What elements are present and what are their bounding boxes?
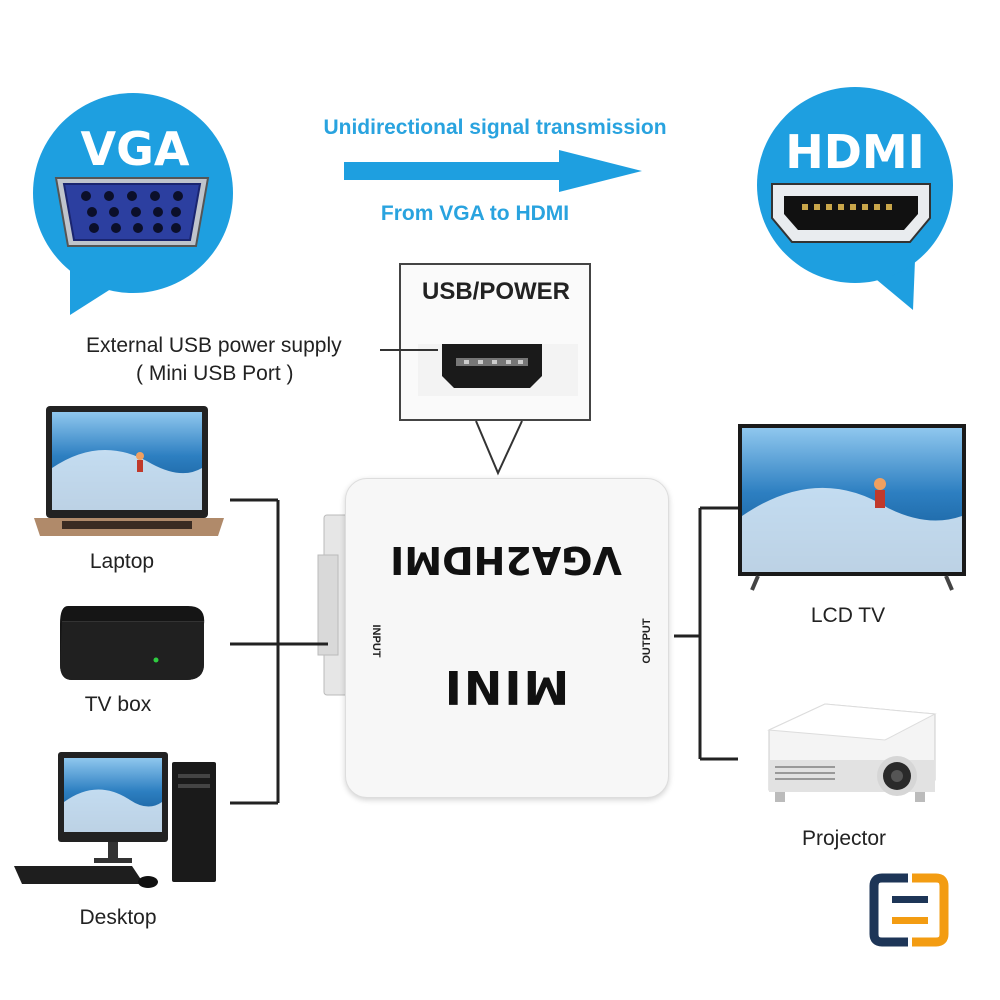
laptop-icon — [34, 406, 224, 536]
projector-label: Projector — [801, 827, 887, 850]
tv-box-label: TV box — [84, 693, 152, 716]
adapter-model-text: VGA2HDMI — [390, 538, 622, 582]
laptop-label: Laptop — [89, 550, 155, 573]
desktop-label: Desktop — [79, 906, 157, 929]
input-bracket-lines — [230, 498, 328, 805]
adapter-body — [345, 478, 669, 798]
mini-usb-port-icon — [418, 344, 578, 396]
desktop-computer-icon — [14, 752, 216, 888]
hdmi-title: HDMI — [785, 125, 925, 179]
power-caption-line2: ( Mini USB Port ) — [136, 362, 294, 385]
power-callout-line — [380, 349, 438, 351]
hdmi-connector-icon — [771, 183, 931, 243]
direction-line2: From VGA to HDMI — [380, 202, 570, 225]
vga-title: VGA — [80, 122, 190, 176]
vga-connector-icon — [54, 177, 210, 247]
lcd-tv-label: LCD TV — [810, 604, 886, 627]
brand-logo-icon — [869, 873, 949, 947]
adapter-output-text: OUTPUT — [641, 618, 653, 664]
tv-box-icon — [60, 606, 205, 680]
usb-power-label: USB/POWER — [421, 278, 570, 305]
direction-line1: Unidirectional signal transmission — [323, 116, 667, 139]
vga-port-stub — [317, 514, 351, 696]
right-arrow-icon — [344, 150, 642, 192]
adapter-mini-text: MINI — [442, 660, 570, 714]
output-bracket-lines — [674, 506, 738, 761]
usb-pointer — [475, 420, 523, 476]
projector-icon — [767, 703, 937, 802]
lcd-tv-icon — [738, 424, 966, 591]
power-caption-line1: External USB power supply — [86, 334, 342, 357]
adapter-input-text: INPUT — [370, 624, 382, 658]
